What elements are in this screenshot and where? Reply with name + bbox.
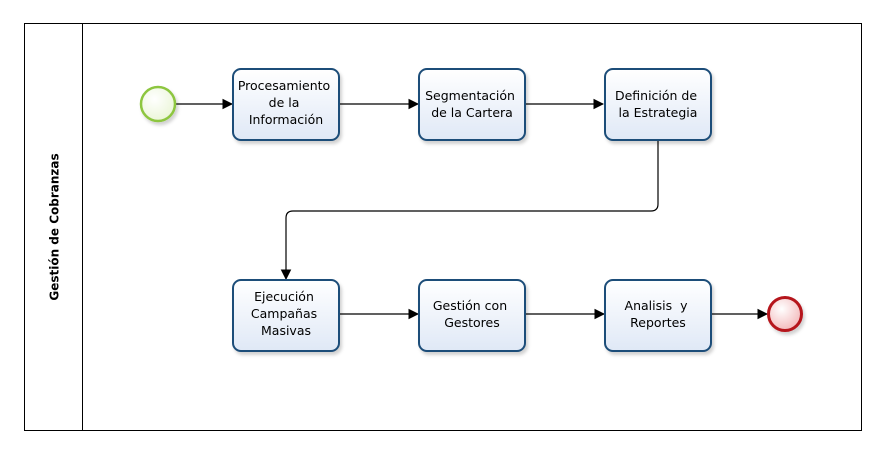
task-segmentacion-line-2: de la Cartera xyxy=(431,105,513,120)
task-ejecucion-line-3: Masivas xyxy=(261,323,311,338)
svg-text:Ejecución Campañas: Ejecución Campañas Masivas xyxy=(251,289,321,338)
lane-label: Gestión de Cobranzas xyxy=(48,153,62,300)
task-definicion: Definición de la Estrategia xyxy=(604,68,712,141)
task-gestion-gestores-line-1: Gestión con xyxy=(433,298,507,313)
flow-task3-to-task4 xyxy=(280,141,659,281)
task-segmentacion: Segmentación de la Cartera xyxy=(418,68,526,141)
task-analisis-line-2: Reportes xyxy=(630,315,686,330)
start-event xyxy=(139,85,177,123)
task-ejecucion-line-2: Campañas xyxy=(251,306,317,321)
task-ejecucion: Ejecución Campañas Masivas xyxy=(232,279,340,352)
task-procesamiento-line-2: de la xyxy=(269,95,300,110)
task-analisis-line-1: Analisis y xyxy=(625,298,689,313)
sequence-flows xyxy=(176,98,769,320)
task-gestion-gestores: Gestión con Gestores xyxy=(418,279,526,352)
task-analisis: Analisis y Reportes xyxy=(604,279,712,352)
svg-text:Procesamiento de la: Procesamiento de la Información xyxy=(238,78,334,127)
task-gestion-gestores-line-2: Gestores xyxy=(444,315,500,330)
task-segmentacion-line-1: Segmentación xyxy=(425,88,515,103)
task-procesamiento: Procesamiento de la Información xyxy=(232,68,340,141)
end-event xyxy=(767,296,803,332)
svg-text:Definición de la Estrate: Definición de la Estrategia xyxy=(615,88,701,120)
task-definicion-line-1: Definición de xyxy=(615,88,697,103)
task-ejecucion-line-1: Ejecución xyxy=(254,289,314,304)
task-procesamiento-line-1: Procesamiento xyxy=(238,78,330,93)
svg-text:Gestión con Gestores: Gestión con Gestores xyxy=(433,298,511,330)
svg-text:Analisis y Reportes: Analisis y Reportes xyxy=(625,298,692,330)
task-procesamiento-line-3: Información xyxy=(249,112,323,127)
task-definicion-line-2: la Estrategia xyxy=(619,105,698,120)
svg-text:Segmentación de la Carte: Segmentación de la Cartera xyxy=(425,88,519,120)
